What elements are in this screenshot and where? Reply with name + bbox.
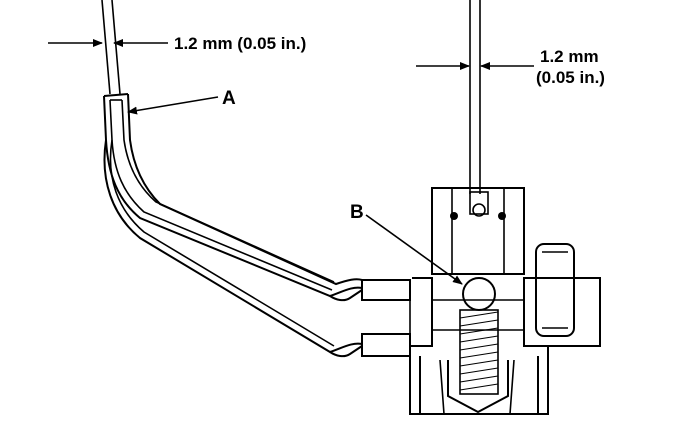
valve-body xyxy=(409,187,601,415)
bent-tube-a xyxy=(101,0,411,358)
callout-a: A xyxy=(222,88,236,109)
callout-b: B xyxy=(350,202,364,223)
gauge-wire-right xyxy=(469,0,481,194)
leader-a xyxy=(127,96,219,115)
gauge-right-label-line2: (0.05 in.) xyxy=(536,68,605,87)
leader-b xyxy=(365,214,463,285)
gauge-right-label-line1: 1.2 mm xyxy=(540,47,599,66)
spring-hatch xyxy=(459,311,499,391)
gauge-left-label: 1.2 mm (0.05 in.) xyxy=(174,34,306,53)
